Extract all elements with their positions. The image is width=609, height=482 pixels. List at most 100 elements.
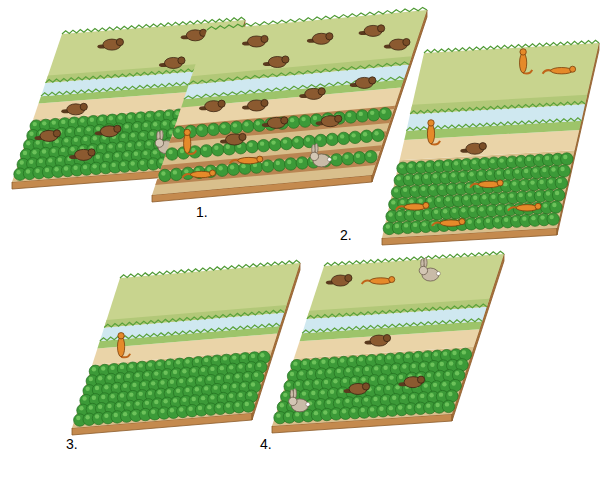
crop-highlight	[176, 389, 180, 393]
crop-highlight	[124, 152, 128, 156]
beaver-figure	[326, 274, 352, 286]
callout-number: 2.	[340, 228, 352, 243]
crop-highlight	[430, 186, 434, 190]
crop-highlight	[555, 191, 559, 195]
crop-highlight	[424, 175, 428, 179]
callout-number: 1.	[196, 205, 208, 220]
crop-highlight	[371, 377, 375, 381]
grass-tuft	[120, 260, 300, 278]
crop-plant	[547, 213, 559, 225]
crop-highlight	[192, 397, 196, 401]
crop-highlight	[142, 382, 146, 386]
crop-highlight	[104, 385, 108, 389]
crop-highlight	[336, 399, 340, 403]
crop-highlight	[545, 156, 549, 160]
field-ground	[382, 150, 575, 238]
crop-highlight	[276, 161, 280, 165]
crop-highlight	[192, 368, 196, 372]
crop-highlight	[238, 393, 242, 397]
crop-highlight	[340, 358, 344, 362]
crop-highlight	[99, 145, 103, 149]
crop-highlight	[424, 353, 428, 357]
crop-highlight	[61, 148, 65, 152]
rabbit-figure	[289, 389, 310, 412]
crop-highlight	[29, 132, 33, 136]
weasel-head	[459, 219, 465, 225]
weasel-figure	[117, 333, 130, 358]
crop-highlight	[96, 126, 100, 130]
crop-highlight	[522, 216, 526, 220]
crop-highlight	[368, 356, 372, 360]
crop-plant	[246, 140, 258, 152]
crop-highlight	[121, 134, 125, 138]
crop-highlight	[389, 406, 393, 410]
crop-highlight	[251, 354, 255, 358]
beaver-head	[88, 149, 95, 156]
crop-highlight	[430, 362, 434, 366]
crop-highlight	[195, 387, 199, 391]
crop-highlight	[400, 200, 404, 204]
crop-highlight	[180, 149, 184, 153]
crop-highlight	[195, 359, 199, 363]
crop-highlight	[519, 193, 523, 197]
crop-highlight	[83, 165, 87, 169]
crop-highlight	[558, 179, 562, 183]
beaver-head	[218, 100, 225, 107]
crop-highlight	[204, 386, 208, 390]
crop-highlight	[276, 413, 280, 417]
beaver-figure	[199, 100, 225, 112]
crop-highlight	[439, 186, 443, 190]
crop-highlight	[415, 175, 419, 179]
crop-highlight	[80, 118, 84, 122]
crop-highlight	[413, 223, 417, 227]
rabbit-head	[289, 397, 297, 405]
crop-highlight	[85, 387, 89, 391]
weasel-head	[535, 203, 541, 209]
land-tile	[382, 40, 599, 245]
crop-highlight	[551, 167, 555, 171]
crop-highlight	[364, 397, 368, 401]
crop-highlight	[482, 195, 486, 199]
crop-highlight	[223, 385, 227, 389]
crop-highlight	[107, 375, 111, 379]
crop-highlight	[67, 129, 71, 133]
crop-plant	[299, 115, 311, 127]
crop-highlight	[150, 160, 154, 164]
crop-highlight	[118, 143, 122, 147]
beaver-figure	[69, 149, 95, 161]
crop-highlight	[427, 373, 431, 377]
crop-highlight	[16, 170, 20, 174]
crop-highlight	[406, 176, 410, 180]
crop-highlight	[418, 163, 422, 167]
weasel-figure	[470, 180, 503, 188]
crop-highlight	[373, 397, 377, 401]
crop-highlight	[36, 140, 40, 144]
crop-highlight	[235, 374, 239, 378]
weasel-body	[117, 337, 124, 357]
crop-plant	[166, 148, 178, 160]
crop-highlight	[39, 159, 43, 163]
crop-highlight	[90, 118, 94, 122]
crop-highlight	[82, 396, 86, 400]
beaver-figure	[460, 143, 486, 155]
beaver-figure	[95, 125, 121, 137]
crop-highlight	[217, 404, 221, 408]
crop-highlight	[226, 403, 230, 407]
crop-highlight	[486, 219, 490, 223]
crop-highlight	[402, 364, 406, 368]
crop-highlight	[296, 382, 300, 386]
crop-highlight	[260, 353, 264, 357]
crop-highlight	[563, 155, 567, 159]
crop-highlight	[533, 168, 537, 172]
crop-plant	[173, 126, 185, 138]
weasel-figure	[230, 156, 263, 164]
crop-highlight	[145, 401, 149, 405]
crop-highlight	[399, 375, 403, 379]
crop-plant	[368, 109, 380, 121]
crop-highlight	[290, 372, 294, 376]
meadow-edge	[189, 56, 412, 84]
crop-highlight	[45, 168, 49, 172]
crop-highlight	[107, 404, 111, 408]
